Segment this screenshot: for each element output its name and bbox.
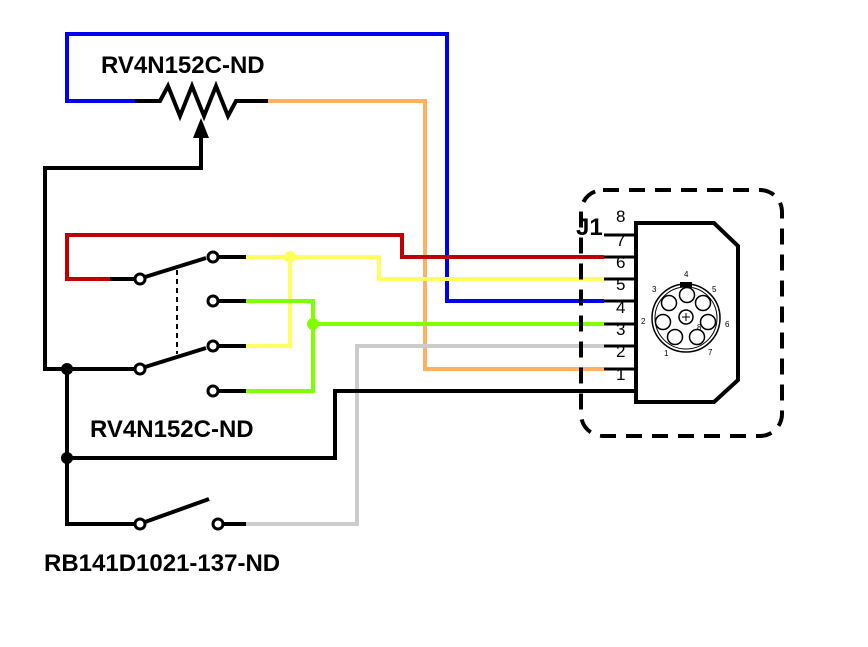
wire-green-bridge (246, 324, 315, 393)
switch-pair-label: RV4N152C-ND (90, 416, 254, 443)
wire-gray (246, 344, 604, 526)
socket-pin-6: 6 (725, 320, 730, 329)
potentiometer-symbol (135, 80, 268, 168)
pin-number-6: 6 (616, 253, 625, 272)
pin-number-2: 2 (616, 342, 625, 361)
connector-pin-leads (604, 233, 636, 371)
wire-red (65, 233, 604, 281)
push-switch-label: RB141D1021-137-ND (44, 550, 280, 577)
pin-number-8: 8 (616, 207, 625, 226)
wire-yellow-bridge (246, 257, 292, 348)
junction-black-1 (61, 363, 73, 375)
wire-green-top (246, 299, 604, 326)
socket-pin-1: 1 (664, 349, 669, 358)
connector-outline (579, 188, 784, 438)
wire-orange (268, 99, 604, 371)
junction-yellow (284, 251, 296, 263)
socket-pin-3: 3 (652, 285, 657, 294)
switch-pair-symbol (110, 250, 246, 398)
socket-pin-2: 2 (641, 317, 646, 326)
wire-black-common (65, 369, 118, 526)
push-switch-symbol (110, 497, 246, 531)
wire-black-ground (67, 389, 636, 460)
socket-pin-8: 8 (697, 323, 702, 332)
pin-number-4: 4 (616, 298, 625, 317)
potentiometer-label: RV4N152C-ND (101, 52, 265, 79)
junction-black-2 (61, 452, 73, 464)
wire-yellow-top (246, 255, 604, 281)
connector-socket-face (651, 282, 721, 353)
socket-pin-5: 5 (712, 285, 717, 294)
junction-green (307, 318, 319, 330)
connector-label: J1 (576, 214, 603, 241)
socket-pin-7: 7 (708, 348, 713, 357)
socket-pin-4: 4 (684, 270, 689, 279)
pin-number-1: 1 (616, 365, 625, 384)
pin-number-5: 5 (616, 275, 625, 294)
wire-blue (65, 32, 604, 303)
pin-number-7: 7 (616, 231, 625, 250)
pin-number-3: 3 (616, 320, 625, 339)
